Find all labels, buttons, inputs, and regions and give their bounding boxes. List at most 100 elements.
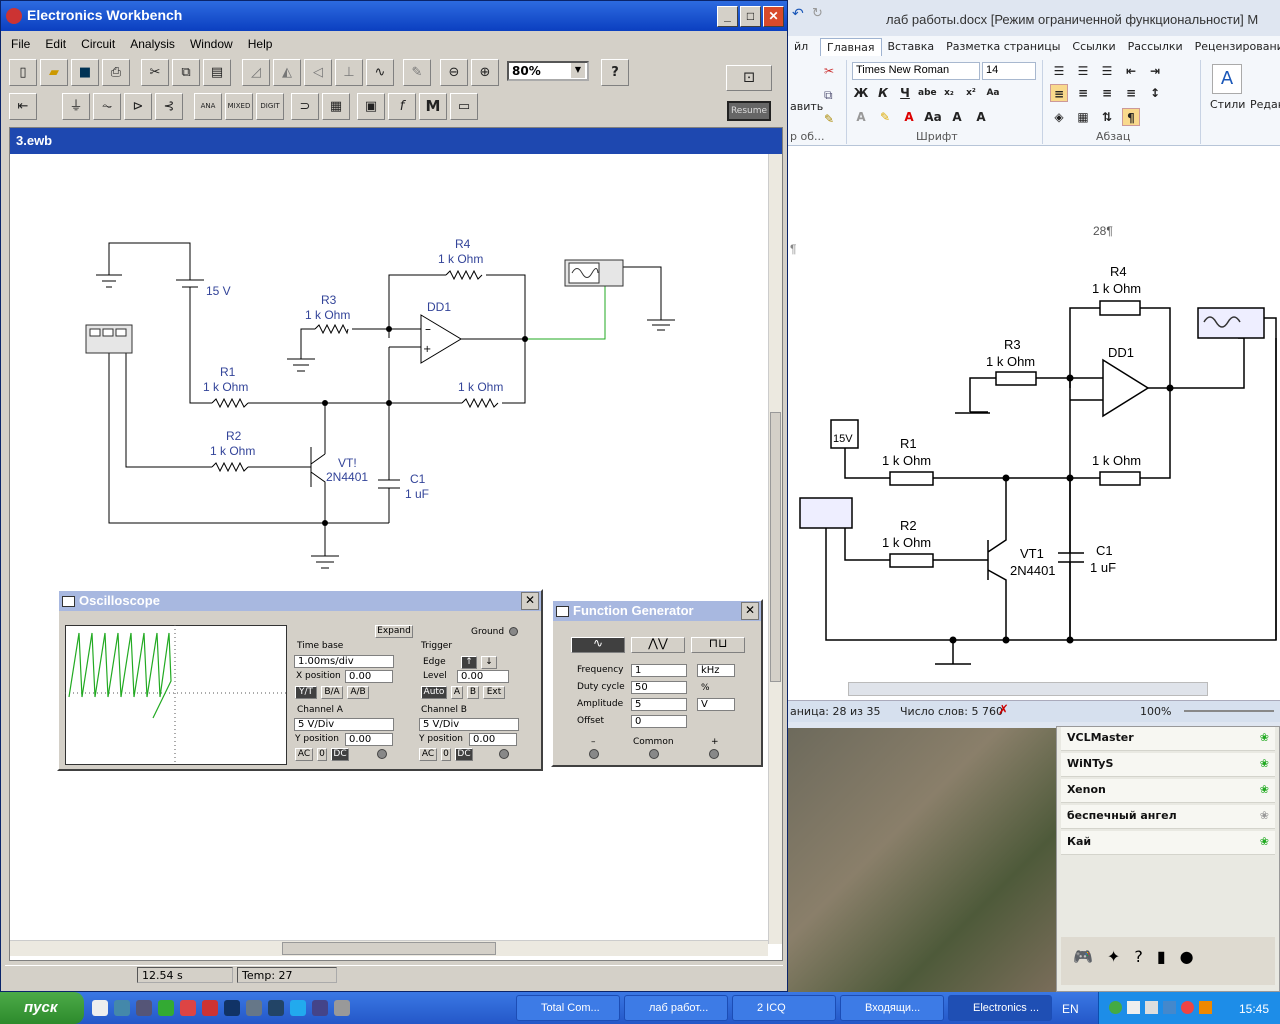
channel-a-zero[interactable]: 0 [317,748,327,761]
show-formatting-button[interactable]: ¶ [1122,108,1140,126]
channel-a-scale[interactable]: 5 V/Div [294,718,394,731]
settings-icon[interactable] [334,1000,350,1016]
tab-layout[interactable]: Разметка страницы [946,40,1061,53]
expand-button[interactable]: Expand [375,625,413,638]
icq-menu-icon[interactable]: ✦ [1106,947,1121,966]
edge-falling-button[interactable]: ↓ [481,656,497,669]
app-icon[interactable] [312,1000,328,1016]
paste-label[interactable]: авить [790,100,824,113]
tab-file[interactable]: йл [794,40,809,53]
language-indicator[interactable]: EN [1062,1002,1079,1016]
borders-icon[interactable]: ▦ [1077,110,1089,124]
chevron-down-icon[interactable]: ▼ [571,63,585,78]
font-size-dropdown-icon[interactable]: Aa [924,110,942,124]
font-size-select[interactable]: 14 [982,62,1036,80]
contact-item[interactable]: VCLMaster❀ [1061,727,1275,751]
tray-icon[interactable] [1163,1001,1176,1014]
triangle-wave-button[interactable]: ⋀⋁ [631,637,685,653]
bold-button[interactable]: Ж [853,86,869,100]
tab-insert[interactable]: Вставка [887,40,935,53]
explorer-icon[interactable] [136,1000,152,1016]
start-button[interactable]: пуск [0,992,84,1024]
indicators-bin-icon[interactable]: ▣ [357,93,385,120]
change-case-button[interactable]: Aa [986,88,1000,98]
square-wave-button[interactable]: ⊓⊔ [691,637,745,653]
decrease-indent-icon[interactable]: ⇤ [1125,64,1137,78]
logic-gates-bin-icon[interactable]: ⊃ [291,93,319,120]
redo-icon[interactable]: ↻ [812,6,823,21]
zoom-in-icon[interactable]: ⊕ [471,59,499,86]
font-color-icon[interactable]: A [904,110,914,124]
page-count[interactable]: аница: 28 из 35 [790,705,881,718]
menu-file[interactable]: File [11,37,31,51]
mixed-ics-bin[interactable]: MIXED [225,93,253,120]
favorites-bin-icon[interactable]: ⇤ [9,93,37,120]
trigger-a-button[interactable]: A [451,686,463,699]
icq-games-icon[interactable]: 🎮 [1073,947,1093,966]
channel-a-dc[interactable]: DC [331,748,349,761]
help-button[interactable]: ? [601,59,629,86]
shading-icon[interactable]: ◈ [1054,110,1064,124]
copy-icon[interactable]: ⧉ [824,88,833,102]
styles-icon[interactable]: A [1212,64,1242,94]
menu-circuit[interactable]: Circuit [81,37,116,51]
trigger-b-button[interactable]: B [467,686,479,699]
cut-icon[interactable]: ✂ [141,59,169,86]
proofing-icon[interactable]: ✗ [998,703,1009,718]
channel-a-ac[interactable]: AC [295,748,313,761]
multilevel-list-icon[interactable]: ☰ [1101,64,1113,78]
new-icon[interactable]: ▯ [9,59,37,86]
shrink-font-icon[interactable]: A [976,110,986,124]
tab-review[interactable]: Рецензирование [1194,40,1280,53]
undo-icon[interactable]: ↶ [792,6,804,22]
scroll-thumb[interactable] [770,412,781,682]
tray-icon[interactable] [1199,1001,1212,1014]
maximize-button[interactable]: □ [740,6,761,27]
channel-b-ac[interactable]: AC [419,748,437,761]
text-effects-icon[interactable]: A [856,110,866,124]
zoom-slider[interactable] [1184,710,1274,712]
tray-icon[interactable] [1181,1001,1194,1014]
level-field[interactable]: 0.00 [457,670,509,683]
zoom-select[interactable]: 80% [507,61,589,81]
ground-terminal[interactable] [509,627,518,636]
skype-icon[interactable] [290,1000,306,1016]
taskbar-item[interactable]: Входящи... [840,995,944,1021]
icq-help-icon[interactable]: ? [1134,947,1143,966]
word-icon[interactable] [268,1000,284,1016]
flip-horizontal-icon[interactable]: ◭ [273,59,301,86]
underline-button[interactable]: Ч [900,86,910,100]
frequency-unit[interactable]: kHz [697,664,735,677]
close-icon[interactable]: ✕ [521,592,539,610]
edge-rising-button[interactable]: ↑ [461,656,477,669]
taskbar-item[interactable]: Total Com... [516,995,620,1021]
menu-edit[interactable]: Edit [45,37,67,51]
trigger-ext-button[interactable]: Ext [483,686,505,699]
amplitude-unit[interactable]: V [697,698,735,711]
digital-bin-icon[interactable]: ▦ [322,93,350,120]
transistors-bin-icon[interactable]: ⊰ [155,93,183,120]
superscript-button[interactable]: x² [966,88,976,98]
sources-bin-icon[interactable]: ⏚ [62,93,90,120]
font-name-select[interactable]: Times New Roman [852,62,980,80]
volume-icon[interactable] [1145,1001,1158,1014]
analog-ics-bin[interactable]: ANA [194,93,222,120]
close-icon[interactable]: ✕ [741,602,759,620]
editing-label[interactable]: Редак [1250,98,1280,111]
controls-bin[interactable]: f [388,93,416,120]
zoom-out-icon[interactable]: ⊖ [440,59,468,86]
time-base-field[interactable]: 1.00ms/div [294,655,394,668]
flip-vertical-icon[interactable]: ◁ [304,59,332,86]
increase-indent-icon[interactable]: ⇥ [1149,64,1161,78]
icq-mobile-icon[interactable]: ▮ [1156,947,1166,966]
mode-yt-button[interactable]: Y/T [295,686,317,699]
amplitude-field[interactable]: 5 [631,698,687,711]
paste-icon[interactable]: ▤ [203,59,231,86]
contact-item[interactable]: Кай❀ [1061,831,1275,855]
channel-a-terminal[interactable] [377,749,387,759]
instruments-bin-icon[interactable]: ▭ [450,93,478,120]
miscellaneous-bin[interactable]: M [419,93,447,120]
icq-panda-icon[interactable]: ● [1179,947,1194,966]
word-count[interactable]: Число слов: 5 760 [900,705,1003,718]
horizontal-scrollbar[interactable] [10,940,768,956]
